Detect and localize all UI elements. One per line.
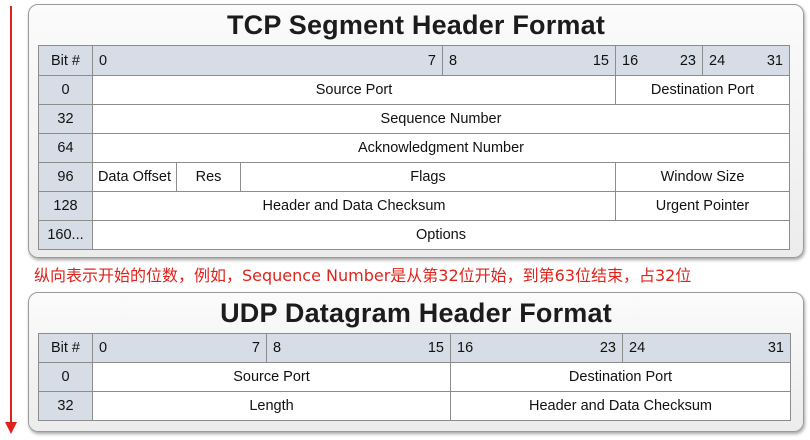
tcp-row-64: 64 Acknowledgment Number (38, 133, 790, 163)
field-length: Length (92, 391, 451, 421)
tcp-bit-range-16-31: 16 23 24 31 (615, 45, 790, 76)
bit-tick: 7 (251, 340, 260, 356)
tcp-bit-range-8-15: 8 15 (442, 45, 616, 76)
tcp-bit-row: Bit # 0 7 8 15 16 23 24 (38, 45, 790, 76)
udp-bit-label: Bit # (38, 333, 93, 363)
udp-title: UDP Datagram Header Format (220, 298, 612, 328)
row-offset: 64 (38, 133, 93, 163)
tcp-bit-range-0-7: 0 7 (92, 45, 443, 76)
tcp-bit-label: Bit # (38, 45, 93, 76)
tcp-bit-range-24-31: 24 31 (702, 46, 789, 75)
field-destination-port: Destination Port (450, 362, 791, 392)
tcp-row-96: 96 Data Offset Res Flags Window Size (38, 162, 790, 192)
tcp-row-32: 32 Sequence Number (38, 104, 790, 134)
tcp-header-panel: TCP Segment Header Format Bit # 0 7 8 15… (28, 4, 804, 258)
udp-row-0: 0 Source Port Destination Port (38, 362, 791, 392)
bit-tick: 16 (457, 340, 474, 356)
bit-tick: 31 (766, 52, 783, 69)
field-urgent-pointer: Urgent Pointer (615, 191, 790, 221)
annotation-note: 纵向表示开始的位数，例如，Sequence Number是从第32位开始，到第6… (34, 266, 692, 285)
field-header-and-data-checksum: Header and Data Checksum (92, 191, 616, 221)
bit-tick: 8 (449, 52, 458, 69)
bit-tick: 8 (273, 340, 282, 356)
tcp-title: TCP Segment Header Format (226, 10, 606, 40)
udp-bit-range-24-31: 24 31 (622, 333, 791, 363)
row-offset: 160... (38, 220, 93, 250)
udp-bit-range-16-23: 16 23 (450, 333, 623, 363)
bit-tick: 31 (767, 340, 784, 356)
row-offset: 128 (38, 191, 93, 221)
udp-bit-range-0-7: 0 7 (92, 333, 267, 363)
bit-tick: 24 (629, 340, 646, 356)
bit-tick: 23 (679, 52, 696, 69)
bit-tick: 0 (99, 52, 108, 69)
field-data-offset: Data Offset (92, 162, 177, 192)
bit-tick: 0 (99, 340, 108, 356)
bit-tick: 24 (709, 52, 726, 69)
udp-bit-row: Bit # 0 7 8 15 16 23 24 31 (38, 333, 791, 363)
udp-bit-range-8-15: 8 15 (266, 333, 451, 363)
field-source-port: Source Port (92, 75, 616, 105)
field-window-size: Window Size (615, 162, 790, 192)
tcp-row-0: 0 Source Port Destination Port (38, 75, 790, 105)
field-sequence-number: Sequence Number (92, 104, 790, 134)
row-offset: 96 (38, 162, 93, 192)
tcp-header-table: Bit # 0 7 8 15 16 23 24 (38, 45, 790, 250)
row-offset: 32 (38, 391, 93, 421)
bit-tick: 7 (427, 52, 436, 69)
tcp-bit-range-16-23: 16 23 (616, 46, 703, 75)
bit-tick: 16 (622, 52, 639, 69)
udp-row-32: 32 Length Header and Data Checksum (38, 391, 791, 421)
bit-tick: 15 (427, 340, 444, 356)
tcp-row-128: 128 Header and Data Checksum Urgent Poin… (38, 191, 790, 221)
red-arrow-head-icon (5, 422, 17, 434)
field-flags: Flags (240, 162, 616, 192)
tcp-row-160: 160... Options (38, 220, 790, 250)
row-offset: 0 (38, 75, 93, 105)
udp-header-table: Bit # 0 7 8 15 16 23 24 31 0 Source Port… (38, 333, 791, 421)
bit-tick: 15 (592, 52, 609, 69)
bit-tick: 23 (599, 340, 616, 356)
field-options: Options (92, 220, 790, 250)
red-vertical-arrow-line (10, 6, 12, 426)
row-offset: 0 (38, 362, 93, 392)
field-source-port: Source Port (92, 362, 451, 392)
row-offset: 32 (38, 104, 93, 134)
field-destination-port: Destination Port (615, 75, 790, 105)
udp-header-panel: UDP Datagram Header Format Bit # 0 7 8 1… (28, 292, 804, 432)
field-acknowledgment-number: Acknowledgment Number (92, 133, 790, 163)
field-header-and-data-checksum: Header and Data Checksum (450, 391, 791, 421)
field-res: Res (176, 162, 241, 192)
